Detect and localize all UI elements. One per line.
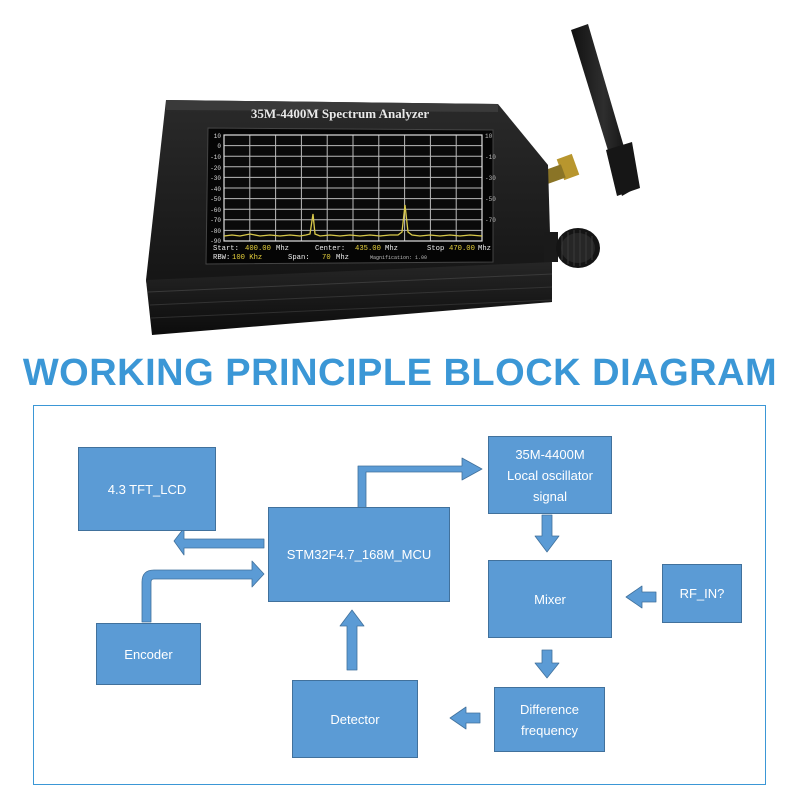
rbw-label: RBW: (213, 254, 230, 262)
y-tick: -10 (210, 154, 221, 161)
block-mcu-label: STM32F4.7_168M_MCU (286, 547, 432, 562)
block-diff-line2: frequency (520, 722, 579, 738)
y-tick-right: -70 (485, 217, 496, 224)
y-tick-right: -10 (485, 154, 496, 161)
start-unit: Mhz (276, 245, 289, 253)
lcd-screen: 10 0 -10 -20 -30 -40 -50 -60 -70 -80 -90… (205, 127, 496, 265)
arrow-mixer-to-diff (534, 649, 560, 679)
center-unit: Mhz (385, 245, 398, 253)
screen-readout: Start: 400.00 Mhz Center: 435.00 Mhz Sto… (213, 245, 491, 262)
arrow-mcu-to-lo (357, 457, 483, 511)
block-lo-line3: signal (533, 488, 567, 504)
arrow-diff-to-detector (449, 706, 481, 730)
y-tick: -80 (210, 228, 221, 235)
block-lo-line1: 35M-4400M (515, 446, 585, 462)
block-rf-in: RF_IN? (662, 564, 742, 623)
y-tick: 0 (217, 143, 221, 150)
start-value: 400.00 (245, 245, 271, 253)
spectrum-trace (223, 204, 483, 237)
span-value: 70 (322, 254, 331, 262)
stop-value: 470.00 (449, 245, 475, 253)
block-difference-frequency: Difference frequency (494, 687, 605, 752)
span-unit: Mhz (336, 254, 349, 262)
block-encoder-label: Encoder (124, 646, 173, 662)
y-tick: -40 (210, 186, 221, 193)
y-tick-right: -30 (485, 175, 496, 182)
block-encoder: Encoder (96, 623, 201, 685)
block-mcu: STM32F4.7_168M_MCU (268, 507, 450, 602)
block-rf-in-label: RF_IN? (679, 586, 725, 601)
spectrum-analyzer-device-image: 35M-4400M Spectrum Analyzer 10 0 -10 -20… (146, 24, 640, 335)
block-mixer: Mixer (488, 560, 612, 638)
arrow-encoder-to-mcu (141, 560, 265, 623)
diagram-title: WORKING PRINCIPLE BLOCK DIAGRAM (22, 352, 778, 394)
center-label: Center: (315, 245, 345, 253)
encoder-knob (544, 228, 600, 268)
span-label: Span: (288, 254, 310, 262)
screen-y-axis-right: 10 -10 -30 -50 -70 (485, 133, 496, 224)
block-diff-line1: Difference (519, 701, 579, 717)
magnification-label: Magnification: 1.00 (370, 255, 427, 261)
rbw-value: 100 Khz (232, 254, 262, 262)
block-local-oscillator: 35M-4400M Local oscillator signal (488, 436, 612, 514)
screen-grid (224, 135, 482, 241)
arrow-mcu-to-lcd (173, 527, 265, 556)
y-tick: -20 (210, 165, 221, 172)
y-tick: -50 (210, 196, 221, 203)
stop-unit: Mhz (478, 245, 491, 253)
y-tick: 10 (214, 133, 222, 140)
diagram-frame (33, 405, 766, 785)
center-value: 435.00 (355, 245, 381, 253)
y-tick: -90 (210, 238, 221, 245)
y-tick-right: -50 (485, 196, 496, 203)
y-tick: -30 (210, 175, 221, 182)
screen-y-axis: 10 0 -10 -20 -30 -40 -50 -60 -70 -80 -90 (210, 133, 221, 245)
start-label: Start: (213, 245, 239, 253)
y-tick-right: 10 (485, 133, 493, 140)
arrow-rfin-to-mixer (625, 585, 657, 609)
stop-label: Stop (427, 245, 444, 253)
block-lo-line2: Local oscillator (507, 467, 593, 483)
block-detector: Detector (292, 680, 418, 758)
block-mixer-label: Mixer (534, 591, 566, 607)
device-label: 35M-4400M Spectrum Analyzer (251, 106, 430, 121)
arrow-detector-to-mcu (339, 609, 365, 671)
block-lcd: 4.3 TFT_LCD (78, 447, 216, 531)
block-detector-label: Detector (330, 711, 380, 727)
arrow-lo-to-mixer (534, 514, 560, 553)
block-lcd-label: 4.3 TFT_LCD (107, 481, 187, 497)
y-tick: -70 (210, 217, 221, 224)
y-tick: -60 (210, 207, 221, 214)
